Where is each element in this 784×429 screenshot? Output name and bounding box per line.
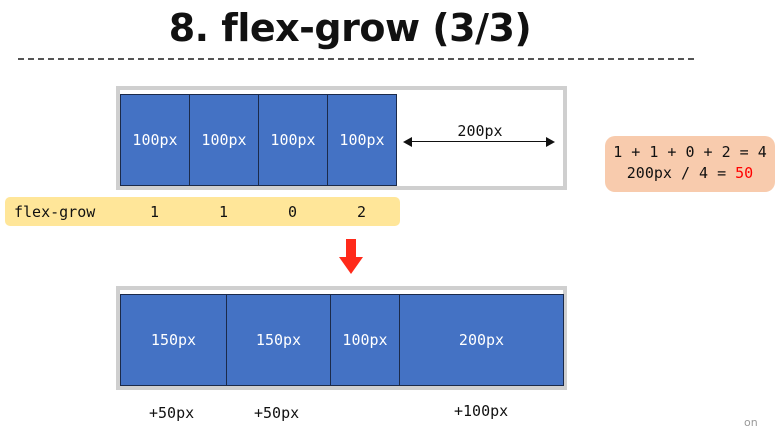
flex-item-3-before: 100px xyxy=(258,94,328,186)
flex-item-1-before-label: 100px xyxy=(132,131,178,149)
calculation-division-text: 200px / 4 = xyxy=(626,164,736,182)
extra-space-1: +50px xyxy=(149,404,195,422)
flex-item-2-before-label: 100px xyxy=(201,131,247,149)
flex-item-4-after-label: 200px xyxy=(458,331,505,349)
extra-space-4: +100px xyxy=(454,402,509,420)
flex-item-3-before-label: 100px xyxy=(270,131,316,149)
flex-item-3-after-label: 100px xyxy=(342,331,388,349)
flex-grow-label: flex-grow xyxy=(14,203,96,221)
flex-grow-value-4: 2 xyxy=(357,203,367,221)
flex-item-4-before-label: 100px xyxy=(339,131,385,149)
flex-item-3-after: 100px xyxy=(330,294,400,386)
flex-grow-value-3: 0 xyxy=(288,203,298,221)
flex-item-4-after: 200px xyxy=(399,294,564,386)
flex-item-4-before: 100px xyxy=(327,94,397,186)
flex-item-2-before: 100px xyxy=(189,94,259,186)
flex-item-1-after-label: 150px xyxy=(150,331,197,349)
calculation-result: 50 xyxy=(735,164,754,182)
flex-grow-value-2: 1 xyxy=(219,203,229,221)
arrow-right-icon xyxy=(546,137,555,147)
arrow-left-icon xyxy=(403,137,412,147)
free-space-label: 200px xyxy=(457,122,503,140)
extra-space-2: +50px xyxy=(254,404,300,422)
flex-container-before: 100px 100px 100px 100px xyxy=(116,86,567,190)
flex-grow-value-1: 1 xyxy=(150,203,160,221)
free-space-arrow xyxy=(405,141,553,142)
flex-item-1-after: 150px xyxy=(120,294,227,386)
arrow-down-icon xyxy=(339,239,363,274)
flex-container-after: 150px 150px 100px 200px xyxy=(116,286,567,390)
watermark-logo: on xyxy=(744,416,758,429)
page-title: 8. flex-grow (3/3) xyxy=(168,6,532,50)
flex-grow-bar xyxy=(5,197,400,226)
flex-item-1-before: 100px xyxy=(120,94,190,186)
calculation-box: 1 + 1 + 0 + 2 = 4 200px / 4 = 50 xyxy=(605,136,775,192)
dashed-divider xyxy=(18,58,694,60)
flex-item-2-after-label: 150px xyxy=(255,331,302,349)
flex-item-2-after: 150px xyxy=(226,294,331,386)
calculation-division: 200px / 4 = 50 xyxy=(605,163,775,184)
calculation-sum: 1 + 1 + 0 + 2 = 4 xyxy=(613,143,767,161)
